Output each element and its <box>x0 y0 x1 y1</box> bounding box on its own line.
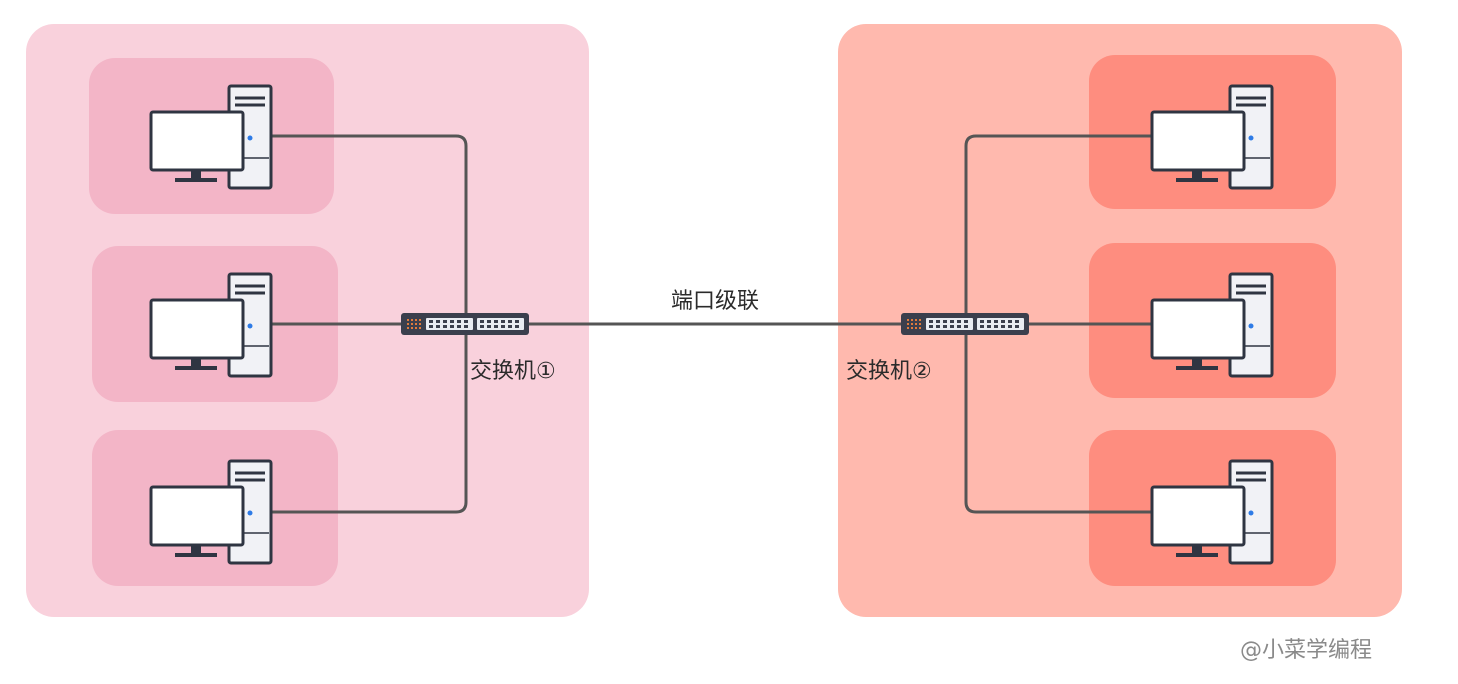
watermark: @小菜学编程 <box>1240 638 1372 663</box>
switch-2-label: 交换机② <box>846 359 932 384</box>
switch-icon-2 <box>901 313 1029 335</box>
cascade-link-label: 端口级联 <box>671 289 759 314</box>
switch-icon-1 <box>401 313 529 335</box>
switch-1-label: 交换机① <box>470 359 556 384</box>
